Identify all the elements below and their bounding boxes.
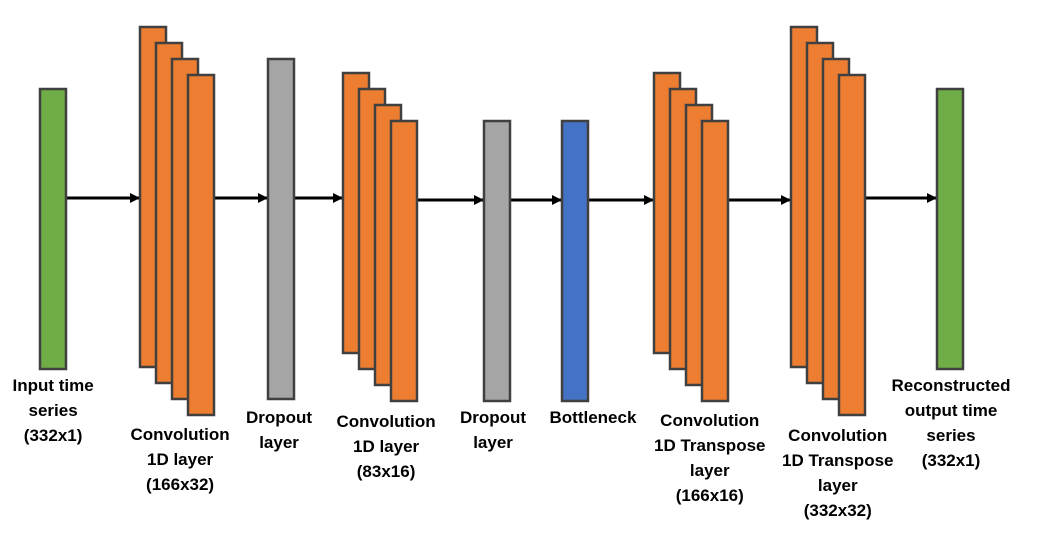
label-convt2-line: layer [817, 476, 858, 495]
label-conv1-line: (166x32) [146, 475, 215, 494]
label-bottleneck: Bottleneck [550, 405, 637, 430]
block-conv2 [341, 71, 419, 403]
label-dropout1-line: layer [259, 433, 299, 452]
label-convt2-line: 1D Transpose [782, 451, 894, 470]
label-dropout1-line: Dropout [246, 408, 313, 427]
output-plate-1 [935, 87, 965, 371]
label-convt1-line: Convolution [660, 411, 760, 430]
label-input-line: Input time [12, 376, 94, 395]
label-convt2-line: (332x32) [803, 501, 872, 520]
arrows-group [66, 193, 937, 205]
label-conv1-line: 1D layer [146, 450, 214, 469]
input-plate-1 [38, 87, 68, 371]
label-input: Input time series (332x1) [13, 373, 94, 448]
conv2-plate-4 [389, 119, 419, 403]
label-convt2-line: Convolution [788, 426, 888, 445]
block-dropout1 [266, 57, 296, 401]
conv1-plate-4 [186, 73, 216, 417]
dropout1-plate-1 [266, 57, 296, 401]
blocks-group [38, 25, 965, 417]
label-dropout2-line: layer [473, 433, 513, 452]
label-output-line: series [926, 426, 976, 445]
label-conv2-line: 1D layer [352, 437, 420, 456]
label-bottleneck-line: Bottleneck [549, 408, 637, 427]
label-output-line: (332x1) [921, 451, 981, 470]
block-convt2 [789, 25, 867, 417]
label-convt1-line: (166x16) [675, 486, 744, 505]
label-dropout1: Dropout layer [246, 405, 312, 455]
label-convt1: Convolution 1D Transpose layer (166x16) [654, 408, 766, 508]
block-bottleneck [560, 119, 590, 403]
convt2-plate-4 [837, 73, 867, 417]
label-dropout2-line: Dropout [460, 408, 527, 427]
label-conv2-line: Convolution [336, 412, 436, 431]
label-input-line: series [28, 401, 78, 420]
label-conv1: Convolution 1D layer (166x32) [131, 422, 230, 497]
dropout2-plate-1 [482, 119, 512, 403]
label-convt2: Convolution 1D Transpose layer (332x32) [782, 423, 894, 523]
block-input [38, 87, 68, 371]
convt1-plate-4 [700, 119, 730, 403]
label-input-line: (332x1) [23, 426, 83, 445]
label-conv2: Convolution 1D layer (83x16) [337, 409, 436, 484]
label-dropout2: Dropout layer [460, 405, 526, 455]
label-output: Reconstructed output time series (332x1) [892, 373, 1011, 473]
label-convt1-line: layer [689, 461, 730, 480]
block-dropout2 [482, 119, 512, 403]
bottleneck-plate-1 [560, 119, 590, 403]
label-convt1-line: 1D Transpose [654, 436, 766, 455]
label-output-line: Reconstructed [891, 376, 1011, 395]
block-conv1 [138, 25, 216, 417]
block-convt1 [652, 71, 730, 403]
label-output-line: output time [904, 401, 998, 420]
label-conv2-line: (83x16) [356, 462, 416, 481]
label-conv1-line: Convolution [130, 425, 230, 444]
block-output [935, 87, 965, 371]
